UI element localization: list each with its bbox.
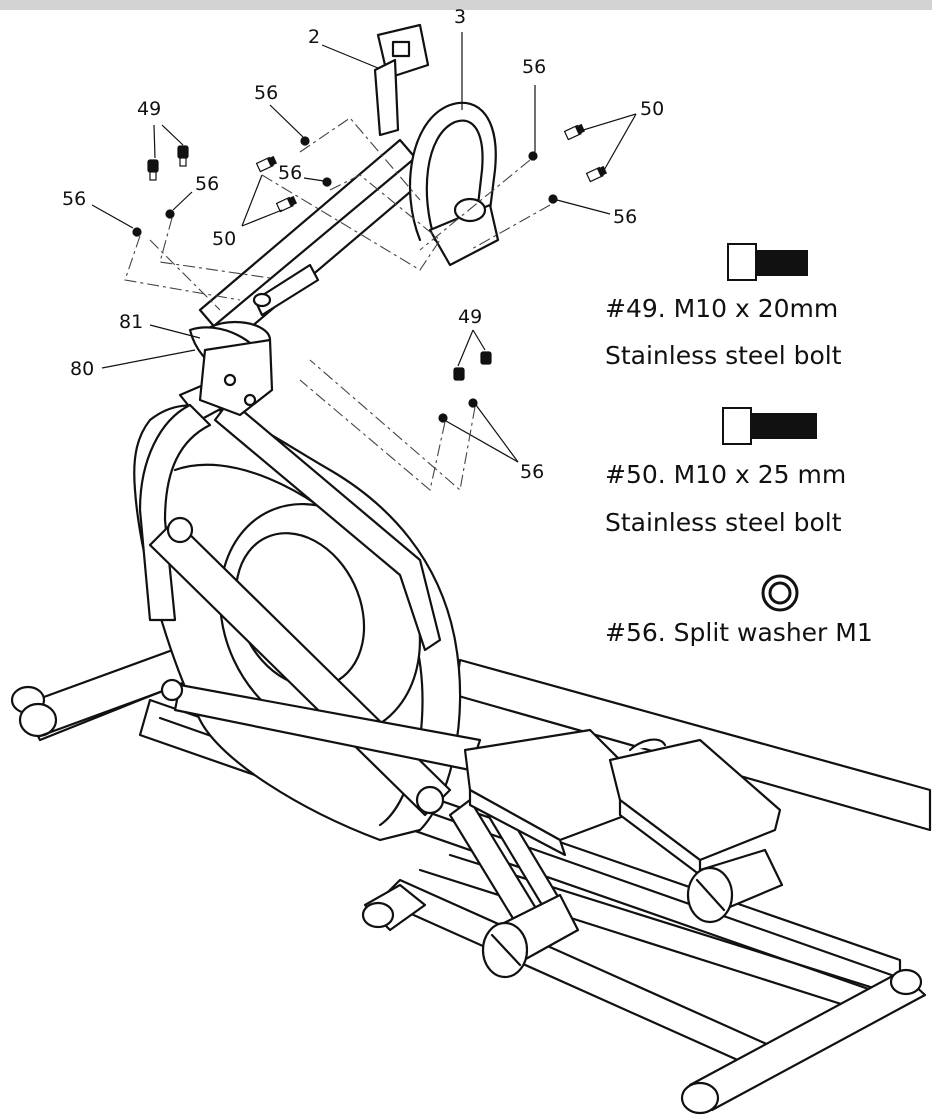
legend-washer-56-title: #56. Split washer M1 <box>605 618 873 647</box>
callout-49-mid: 49 <box>458 306 483 328</box>
front-base-crossbar <box>361 883 927 1115</box>
console-bracket <box>373 23 430 137</box>
bolt-49-mid-a <box>453 367 465 381</box>
callout-56-mid: 56 <box>278 162 303 184</box>
callout-81: 81 <box>119 311 144 333</box>
washer-56-a <box>132 227 142 237</box>
washer-56-b <box>165 209 175 219</box>
legend-icon-washer-56 <box>761 574 799 612</box>
legend-bolt-50-desc: Stainless steel bolt <box>605 508 842 537</box>
callout-80: 80 <box>70 358 95 380</box>
washer-56-d <box>322 177 332 187</box>
washer-56-g <box>438 413 448 423</box>
callout-50-top-right: 50 <box>640 98 665 120</box>
callout-56-mid-right: 56 <box>520 461 545 483</box>
washer-56-c <box>300 136 310 146</box>
bolt-50-left-a <box>255 155 278 173</box>
left-pedal <box>463 728 652 857</box>
bolt-50-left-b <box>275 195 298 213</box>
legend-icon-bolt-49 <box>727 243 808 281</box>
callout-49-top-left: 49 <box>137 98 162 120</box>
bolt-49-mid-b <box>480 351 492 365</box>
washer-56-f <box>548 194 558 204</box>
callout-56-right: 56 <box>613 206 638 228</box>
rollers <box>481 738 784 979</box>
handlebar-loop <box>408 101 500 267</box>
callout-2: 2 <box>308 26 321 48</box>
callout-3: 3 <box>454 6 467 28</box>
callout-56-top-left-b: 56 <box>195 173 220 195</box>
pedal-arm-link <box>148 516 482 817</box>
washer-56-h <box>468 398 478 408</box>
legend-icon-bolt-50 <box>722 407 817 445</box>
console-mast <box>188 138 432 417</box>
legend-bolt-49-title: #49. M10 x 20mm <box>605 294 839 323</box>
callout-50-left: 50 <box>212 228 237 250</box>
top-border-bar <box>0 0 932 10</box>
legend-bolt-49-desc: Stainless steel bolt <box>605 341 842 370</box>
bolt-49-top-left-a <box>147 159 159 181</box>
bolt-49-top-left-b <box>177 145 189 167</box>
callout-56-left: 56 <box>62 188 87 210</box>
legend-bolt-50-title: #50. M10 x 25 mm <box>605 460 847 489</box>
washer-56-e <box>528 151 538 161</box>
callout-56-top-right: 56 <box>522 56 547 78</box>
rear-base-crossbar <box>10 638 217 742</box>
callout-56-top-left-a: 56 <box>254 82 279 104</box>
bolt-50-right-a <box>563 123 586 141</box>
bolt-50-right-b <box>585 165 608 183</box>
